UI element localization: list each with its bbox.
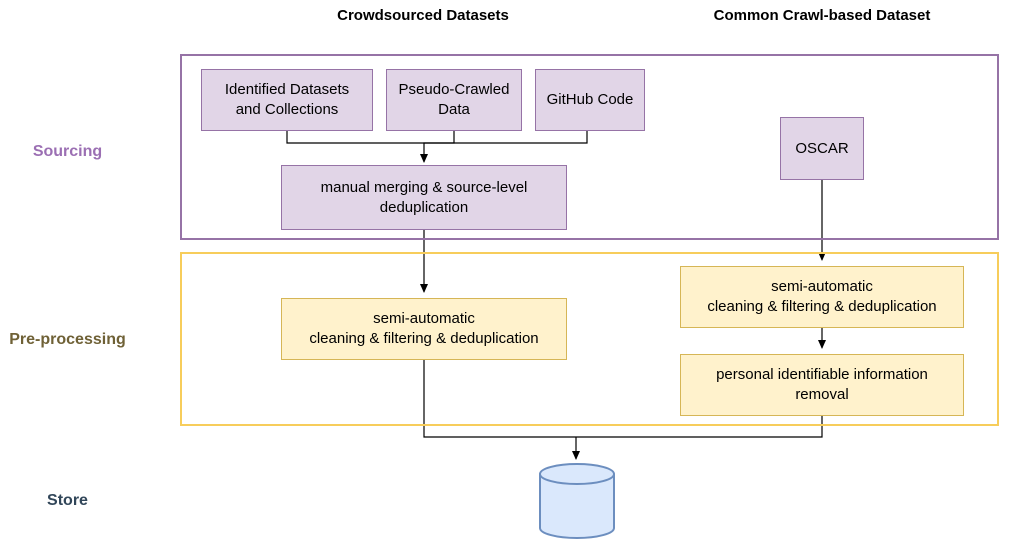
edge-github-merge	[424, 131, 588, 144]
stage-label-preprocessing: Pre-processing	[9, 331, 126, 348]
stage-label-sourcing: Sourcing	[32, 143, 103, 160]
node-pii-removal: personal identifiable information remova…	[680, 354, 964, 416]
database-cylinder-icon	[539, 463, 615, 539]
stage-label-store: Store	[47, 492, 88, 509]
edge-left-store	[423, 360, 576, 438]
column-header-crowdsourced: Crowdsourced Datasets	[337, 7, 509, 24]
preprocessing-region	[180, 252, 999, 426]
edge-identified-merge	[286, 131, 424, 144]
node-semi-automatic-right: semi-automatic cleaning & filtering & de…	[680, 266, 964, 328]
node-pseudo-crawled: Pseudo-Crawled Data	[386, 69, 522, 131]
node-oscar: OSCAR	[780, 117, 864, 180]
edge-right-store	[576, 416, 823, 438]
node-semi-automatic-left: semi-automatic cleaning & filtering & de…	[281, 298, 567, 360]
node-identified-datasets: Identified Datasets and Collections	[201, 69, 373, 131]
node-manual-merging: manual merging & source-level deduplicat…	[281, 165, 567, 230]
edge-pseudo-merge	[420, 131, 455, 163]
column-header-common-crawl: Common Crawl-based Dataset	[713, 7, 931, 24]
sourcing-region	[180, 54, 999, 240]
node-github-code: GitHub Code	[535, 69, 645, 131]
